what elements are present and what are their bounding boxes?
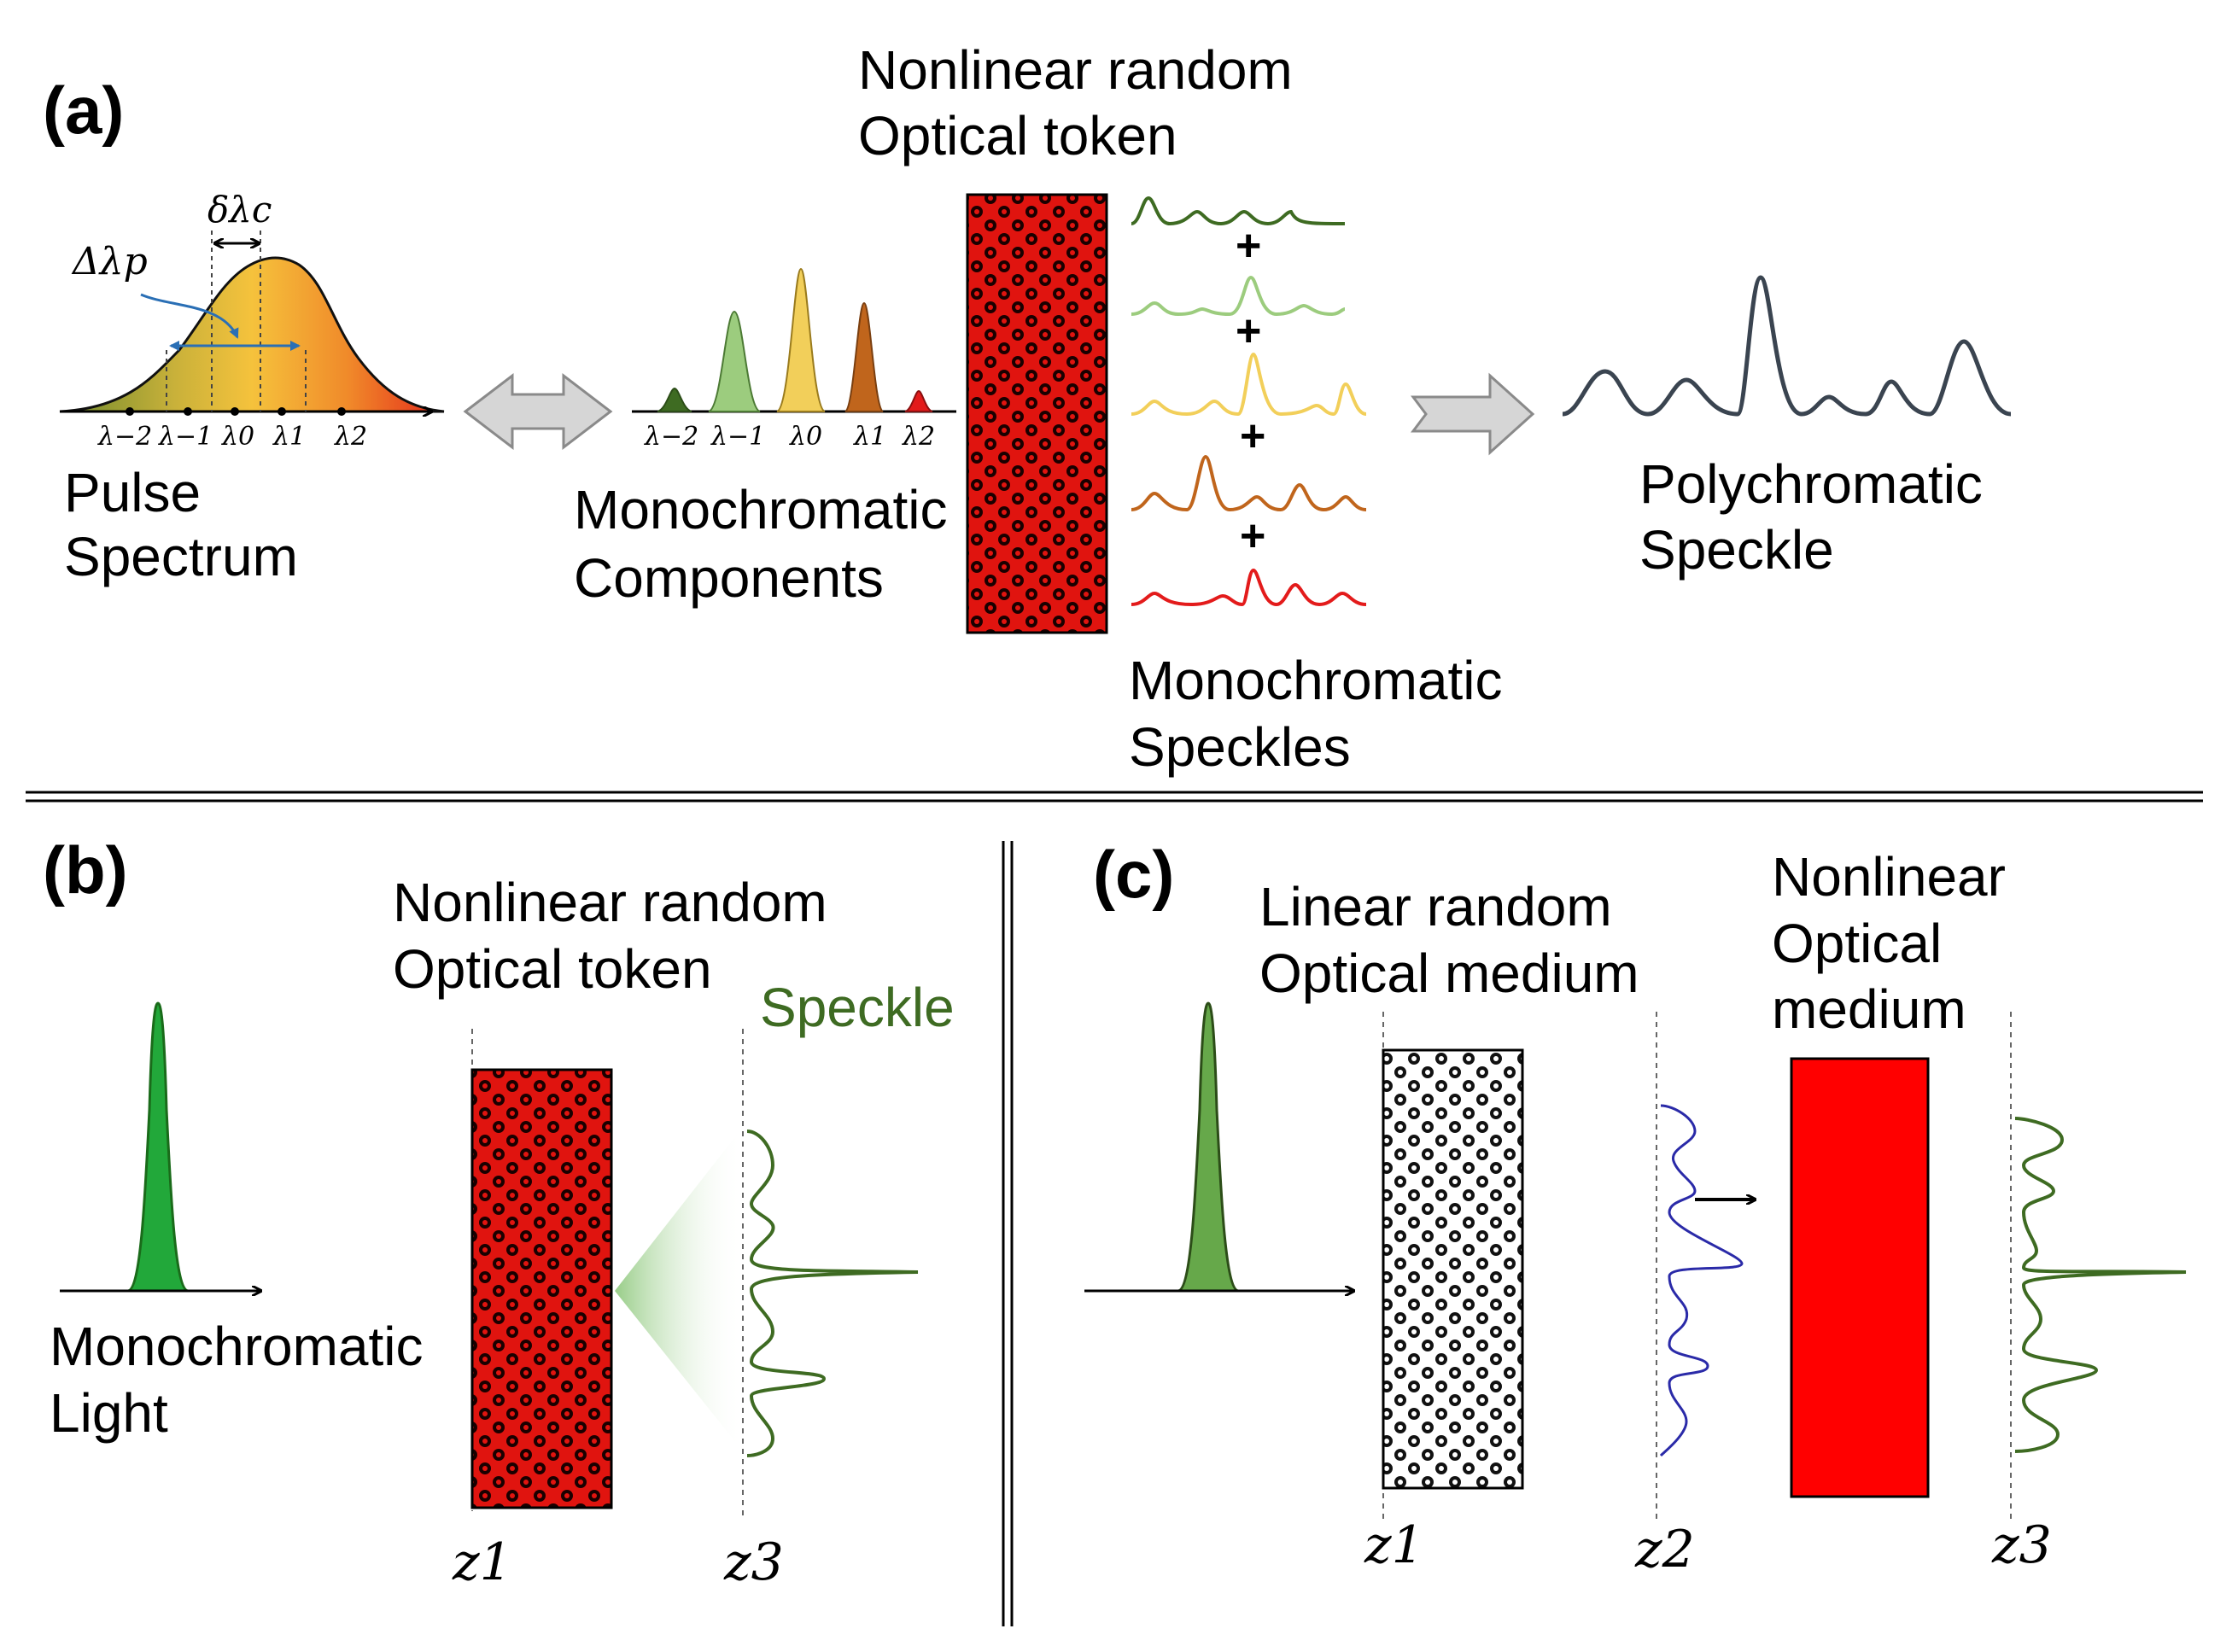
token-title-a-2: Optical token [858,105,1177,166]
speckle-trace [1131,275,1346,317]
polychromatic-speckle-trace [1562,275,2012,417]
monochromatic-light-label-2: Light [50,1382,168,1444]
pulse-spectrum-label: Pulse [64,462,202,523]
monochromatic-components-label-2: Components [574,547,884,609]
component-tick: λ1 [854,422,887,452]
output-speckle-b [746,1130,919,1457]
double-arrow [463,372,613,451]
plus-sign: + [1240,412,1266,461]
component-peak [904,389,933,412]
linear-random-medium [1382,1048,1524,1490]
linear-medium-label-2: Optical medium [1259,943,1639,1004]
pulse-spectrum-plot [59,231,445,416]
token-title-b-2: Optical token [393,938,712,1000]
component-tick: λ2 [903,422,936,452]
speckle-trace [1131,196,1346,226]
z2-label-c: z2 [1635,1520,1695,1579]
nonlinear-optical-medium [1790,1057,1930,1498]
input-pulse-b [127,1001,189,1293]
panel-label-a: (a) [43,73,125,148]
polychromatic-speckle-label-2: Speckle [1639,519,1834,581]
component-peak [708,310,761,412]
monochromatic-speckles-label: Monochromatic [1129,650,1503,711]
pulse-spectrum-area [59,256,445,413]
wavelength-tick: λ−1 [159,422,213,452]
token-title-a: Nonlinear random [858,39,1293,101]
monochromatic-speckles-plot [1131,196,1367,607]
token-title-b: Nonlinear random [393,872,827,933]
component-tick: λ−2 [645,422,699,452]
z3-label-b: z3 [724,1532,784,1592]
right-arrow [1411,372,1535,456]
monochromatic-components-label: Monochromatic [574,479,948,540]
panel-c [1084,1001,2187,1520]
light-cone-b [615,1127,743,1451]
nonlinear-medium-label-3: medium [1772,978,1966,1040]
z1-label-b: z1 [453,1532,512,1592]
monochromatic-speckles-label-2: Speckles [1129,716,1351,778]
z1-label-c: z1 [1364,1515,1424,1575]
nonlinear-medium-label: Nonlinear [1772,846,2006,908]
component-tick: λ−1 [711,422,766,452]
speckle-trace [1131,352,1367,417]
delta-lambda-p-label: Δλp [73,240,148,283]
panel-a [59,193,2012,634]
component-tick: λ0 [790,422,823,452]
component-peak [844,301,884,412]
plus-sign: + [1240,511,1266,561]
panel-label-c: (c) [1093,837,1175,912]
nonlinear-medium-label-2: Optical [1772,913,1943,974]
speckle-label: Speckle [760,977,955,1038]
wavelength-tick: λ−2 [98,422,153,452]
polychromatic-speckle-label: Polychromatic [1639,453,1983,515]
panel-label-b: (b) [43,832,128,908]
wavelength-tick: λ2 [335,422,368,452]
delta-lambda-p-pointer [140,293,239,339]
wavelength-tick: λ0 [222,422,255,452]
component-peak [657,387,692,412]
nonlinear-token-b [470,1068,613,1509]
intermediate-speckle-c [1659,1104,1744,1457]
plus-sign: + [1236,306,1262,356]
wavelength-tick: λ1 [273,422,307,452]
nonlinear-token-a [966,193,1108,634]
pulse-spectrum-label-2: Spectrum [64,526,298,587]
panel-b [60,1001,919,1520]
output-speckle-c [2014,1117,2187,1453]
component-peak [776,267,826,412]
speckle-trace [1131,454,1367,512]
input-pulse-c [1177,1001,1239,1293]
monochromatic-components-plot [632,267,956,413]
z3-label-c: z3 [1992,1515,2052,1575]
plus-sign: + [1236,221,1262,271]
linear-medium-label: Linear random [1259,876,1612,937]
speckle-trace [1131,568,1367,607]
monochromatic-light-label: Monochromatic [50,1316,424,1377]
delta-lambda-c-label: δλc [207,189,272,231]
